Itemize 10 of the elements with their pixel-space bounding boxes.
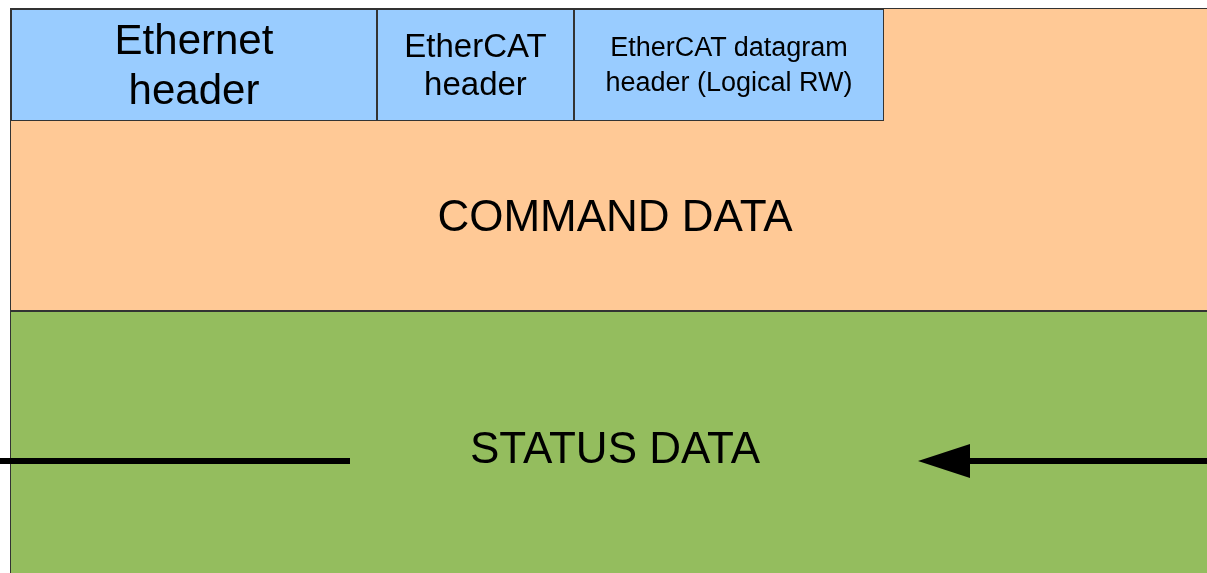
node-label: Ethernet header — [113, 14, 275, 115]
status-data-band — [10, 311, 1207, 573]
node-label: EtherCAT header — [403, 27, 548, 103]
node-label: EtherCAT datagram header (Logical RW) — [604, 30, 854, 99]
header-box — [377, 9, 574, 121]
node-label: COMMAND DATA — [437, 193, 793, 238]
command-data-band — [10, 8, 1207, 311]
node-label: STATUS DATA — [469, 426, 761, 470]
header-box — [11, 9, 377, 121]
header-box — [574, 9, 884, 121]
